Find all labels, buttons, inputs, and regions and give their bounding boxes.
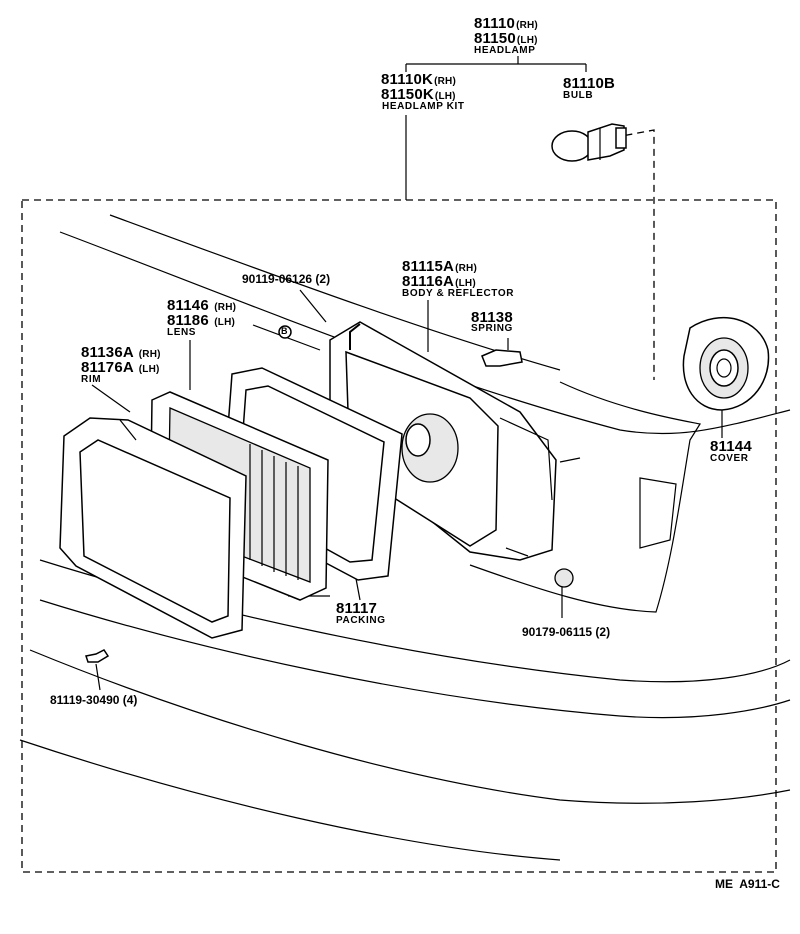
lens-texture [249, 444, 299, 580]
lens-rh-suffix: (RH) [214, 302, 237, 313]
rim-name: RIM [81, 374, 102, 385]
headlamp-rh-suffix: (RH) [516, 20, 538, 31]
body-reflector-lh-suffix: (LH) [455, 278, 476, 289]
bulb-part: 81110B [563, 75, 616, 92]
cover-name: COVER [710, 453, 749, 464]
headlamp-kit-part-lh-number: 81150K [381, 86, 434, 103]
body-reflector-part-lh: 81116A(LH) [402, 274, 476, 289]
lens-name: LENS [167, 327, 197, 338]
body-reflector-name: BODY & REFLECTOR [402, 288, 515, 299]
bulb-dashed-path [589, 129, 655, 380]
screw-top-ref: B [281, 326, 289, 336]
packing-part: 81117 [336, 600, 378, 617]
rim-part-lh-number: 81176A [81, 359, 134, 376]
headlamp-kit-part-rh-number: 81110K [381, 71, 434, 88]
screw-bottom-label: 81119-30490 (4) [50, 693, 138, 707]
lens-part-rh: 81146 (RH) [167, 298, 236, 313]
headlamp-kit-rh-suffix: (RH) [434, 76, 456, 87]
rim-rh-suffix: (RH) [138, 349, 161, 360]
nut-label: 90179-06115 (2) [522, 625, 611, 639]
lens-part-lh-number: 81186 [167, 312, 209, 329]
headlamp-kit-name: HEADLAMP KIT [382, 101, 465, 112]
body-reflector-part-rh: 81115A(RH) [402, 259, 477, 274]
body-reflector-rh-suffix: (RH) [455, 263, 477, 274]
packing-name: PACKING [336, 615, 386, 626]
fastener-drawings [85, 325, 574, 663]
rim-part-rh: 81136A (RH) [81, 345, 161, 360]
assembly-boundary [21, 199, 777, 873]
headlamp-part-rh: 81110(RH) [474, 16, 538, 31]
cover-drawing [682, 316, 770, 411]
bulb-drawing [551, 123, 627, 162]
headlamp-kit-part-rh: 81110K(RH) [381, 72, 456, 87]
figure-code: ME A911-C [715, 877, 780, 891]
body-reflector-part-rh-number: 81115A [402, 258, 455, 275]
headlamp-lh-suffix: (LH) [516, 35, 538, 46]
rim-part-lh: 81176A (LH) [81, 360, 160, 375]
headlamp-kit-lh-suffix: (LH) [434, 91, 456, 102]
spring-part: 81138 [471, 309, 513, 326]
headlamp-part-rh-number: 81110 [474, 15, 516, 32]
rim-lh-suffix: (LH) [138, 364, 160, 375]
callout-tree-lines [405, 56, 587, 200]
spring-drawing [481, 349, 523, 367]
lens-lh-suffix: (LH) [214, 317, 236, 328]
headlamp-part-lh-number: 81150 [474, 30, 516, 47]
body-reflector-drawing [329, 321, 581, 561]
headlamp-name: HEADLAMP [474, 45, 536, 56]
bulb-name: BULB [563, 90, 594, 101]
screw-top-label: 90119-06126 (2) [242, 272, 331, 286]
spring-name: SPRING [471, 323, 513, 334]
headlamp-kit-part-lh: 81150K(LH) [381, 87, 456, 102]
headlamp-part-lh: 81150(LH) [474, 31, 538, 46]
lens-part-lh: 81186 (LH) [167, 313, 235, 328]
body-reflector-part-lh-number: 81116A [402, 273, 455, 290]
lens-part-rh-number: 81146 [167, 297, 209, 314]
rim-part-rh-number: 81136A [81, 344, 134, 361]
rim-drawing [59, 417, 247, 639]
cover-part: 81144 [710, 438, 752, 455]
